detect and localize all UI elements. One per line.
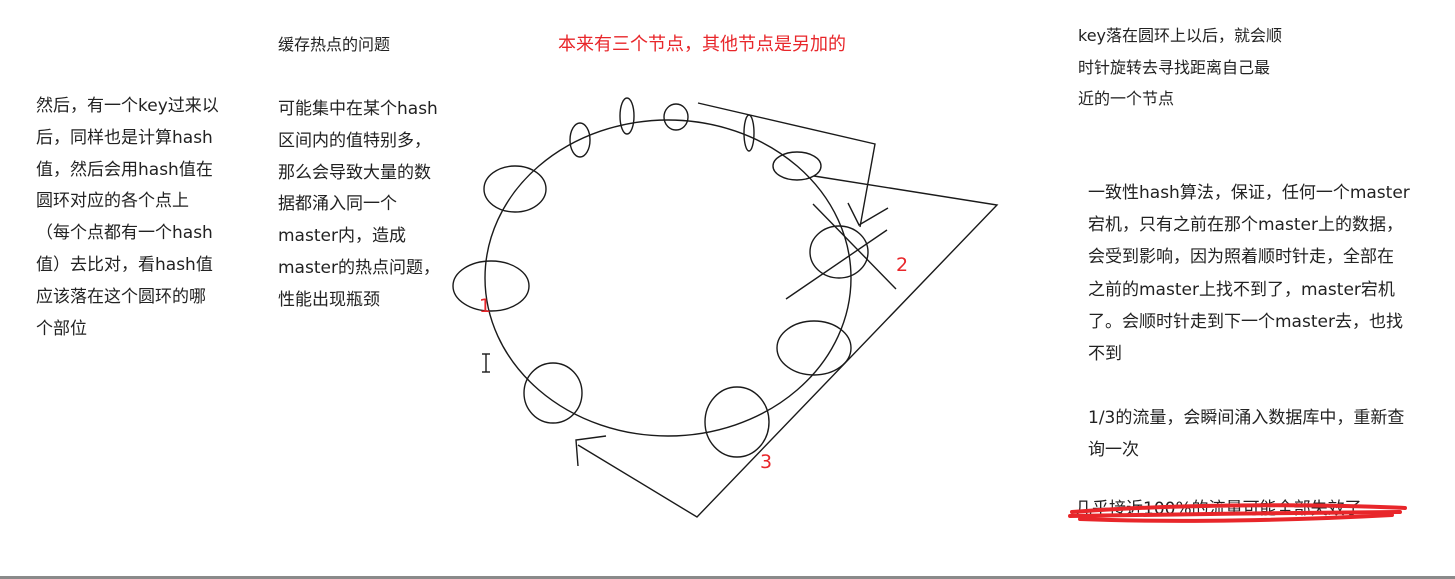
left-explanation-text: 然后，有一个key过来以 后，同样也是计算hash 值，然后会用hash值在 圆… [36, 96, 219, 339]
ring-node [772, 151, 822, 181]
ring-node [483, 165, 547, 213]
ring-node-3 [704, 386, 770, 458]
red-strike-scribble [1068, 510, 1402, 518]
red-strike-scribble [1078, 513, 1394, 523]
node-label-3: 3 [760, 451, 772, 473]
hotspot-title: 缓存热点的问题 [278, 35, 391, 54]
red-strike-scribble [1070, 503, 1407, 514]
ring-node [569, 122, 591, 158]
clockwise-arrow-head [575, 435, 607, 467]
ring-node [619, 97, 635, 135]
ring-node [776, 320, 852, 376]
red-annotation-title: 本来有三个节点，其他节点是另加的 [558, 34, 846, 55]
consistent-hash-explanation-text: 一致性hash算法，保证，任何一个master 宕机，只有之前在那个master… [1088, 183, 1410, 365]
failed-node-cross [785, 229, 888, 300]
ring-node [523, 362, 583, 424]
traffic-explanation-text: 1/3的流量，会瞬间涌入数据库中，重新查 询一次 [1088, 408, 1405, 461]
clockwise-arrow-line [577, 175, 999, 518]
failed-node-cross [812, 203, 897, 290]
ring-node [743, 114, 755, 152]
node-label-1: 1 [479, 295, 491, 317]
ring-node-2 [809, 225, 869, 279]
ring-node-1 [452, 260, 530, 312]
key-lookup-explanation-text: key落在圆环上以后，就会顺 时针旋转去寻找距离自己最 近的一个节点 [1078, 26, 1283, 108]
bottom-border [0, 576, 1455, 579]
node-label-2: 2 [896, 254, 908, 276]
key-arrow-line [697, 102, 876, 228]
hash-ring [484, 119, 852, 437]
key-arrow-head [847, 202, 889, 226]
ring-node [663, 103, 689, 131]
hotspot-explanation-text: 可能集中在某个hash 区间内的值特别多， 那么会导致大量的数 据都涌入同一个 … [278, 99, 440, 310]
